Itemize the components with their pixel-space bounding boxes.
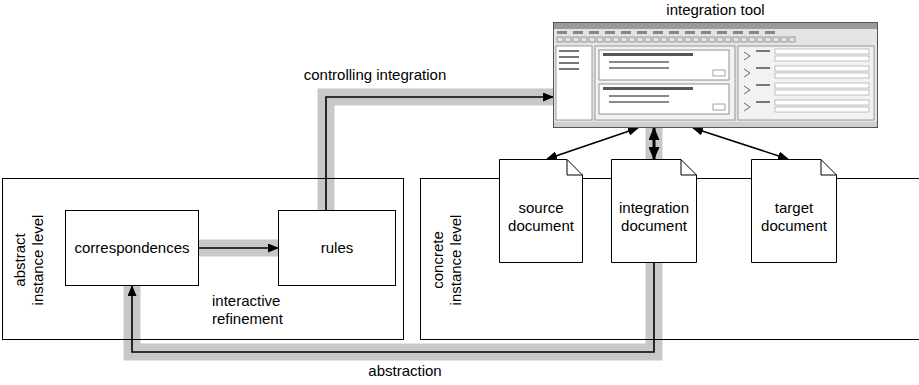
flow-band [646,128,663,159]
arrow-connector [653,128,656,159]
edge-label-holder: abstraction [345,362,465,380]
node-text: correspondences [74,239,189,257]
tool-screenshot: integration tool [553,22,878,128]
arrow-connector [199,247,278,249]
screenshot-illustration [553,22,878,128]
level-region: abstract instance level correspondences ru… [2,178,404,340]
edge-label: interactive refinement [212,292,283,327]
node-text: source document [499,199,583,235]
node-text: abstract instance level [11,205,47,315]
document-shape: source document [499,159,583,263]
edge-label: abstraction [365,362,444,379]
node-text: concrete instance level [429,205,465,315]
document-shape: target document [751,159,837,263]
edge-label-holder: controlling integration [280,66,470,84]
edge-label-holder: interactive refinement [212,292,312,328]
node-text: integration tool [553,1,878,19]
process-box: rules [278,210,396,286]
process-box: correspondences [65,210,199,286]
flow-band [199,240,278,257]
document-shape: integration document [611,159,697,263]
edge-label: controlling integration [304,66,447,83]
node-text: integration document [611,199,697,235]
node-text: target document [751,199,837,235]
node-text: rules [321,239,354,257]
arrow-connector [693,128,788,159]
arrow-connector [547,128,638,159]
level-region: concrete instance level source document in… [420,178,919,340]
